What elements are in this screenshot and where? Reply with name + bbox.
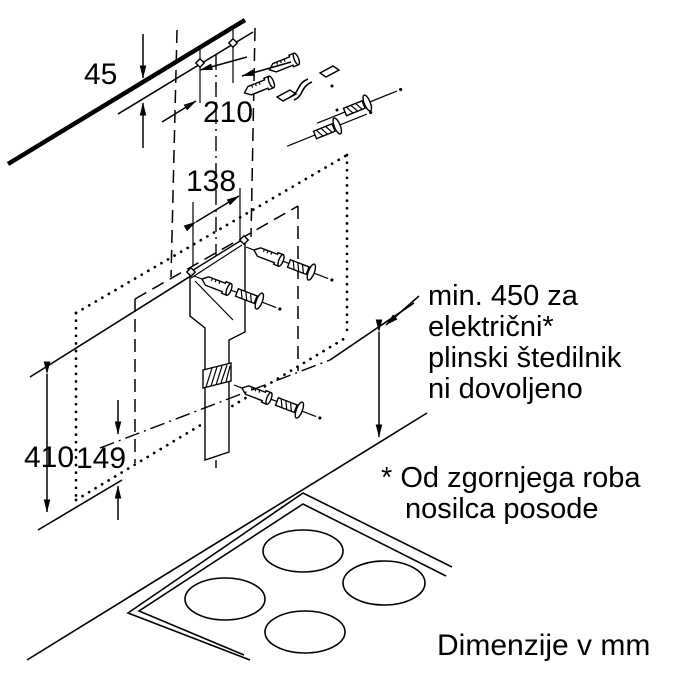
- clearance-note-line-2: električni*: [428, 311, 554, 343]
- clearance-note-line-4: ni dovoljeno: [428, 373, 583, 405]
- burner: [262, 529, 344, 573]
- mounting-bracket: [186, 235, 249, 461]
- dim-138-label: 138: [186, 165, 236, 198]
- dim-45-label: 45: [84, 58, 117, 91]
- dim-149-label: 149: [76, 442, 126, 475]
- dim-210-arrow: [161, 100, 197, 123]
- min-450-arrow: [375, 295, 420, 438]
- countertop-back-edge: [37, 479, 123, 531]
- ceiling-line: [6, 18, 247, 166]
- burner: [264, 610, 346, 654]
- dim-210-label: 210: [203, 96, 253, 129]
- screw-icon: [283, 103, 376, 155]
- hood-bottom-edge-line: [99, 359, 331, 449]
- template-outline-dashed: [134, 205, 299, 463]
- plug-leader-arrow: [241, 61, 292, 77]
- mounting-strap-icon: [275, 65, 341, 112]
- dim-138-arrow: [183, 188, 241, 266]
- screw-icon: [313, 80, 406, 132]
- footnote-line-2: nosilca posode: [405, 493, 598, 525]
- burner: [342, 560, 426, 606]
- hood-outline-dotted: [74, 153, 349, 502]
- clearance-note-line-1: min. 450 za: [428, 280, 579, 312]
- drill-mark-top-right: [228, 29, 238, 83]
- clearance-note: min. 450 za električni* plinski štedilni…: [428, 280, 622, 405]
- footnote: * Od zgornjega roba nosilca posode: [381, 462, 641, 525]
- clearance-note-line-3: plinski štedilnik: [428, 342, 622, 374]
- cooktop: [126, 492, 453, 661]
- countertop-front-edge: [26, 412, 428, 661]
- dim-410-label: 410: [24, 441, 74, 474]
- dashed-reference-line-left: [170, 29, 178, 278]
- dashed-reference-line-right: [250, 27, 256, 238]
- plug-leader-arrow: [199, 56, 248, 71]
- units-caption: Dimenzije v mm: [437, 629, 650, 662]
- anchor-screw-set: [231, 377, 324, 426]
- anchor-screw-set: [243, 239, 336, 288]
- burner: [184, 577, 266, 621]
- drill-mark-top-left: [195, 49, 205, 103]
- footnote-line-1: * Od zgornjega roba: [381, 462, 641, 494]
